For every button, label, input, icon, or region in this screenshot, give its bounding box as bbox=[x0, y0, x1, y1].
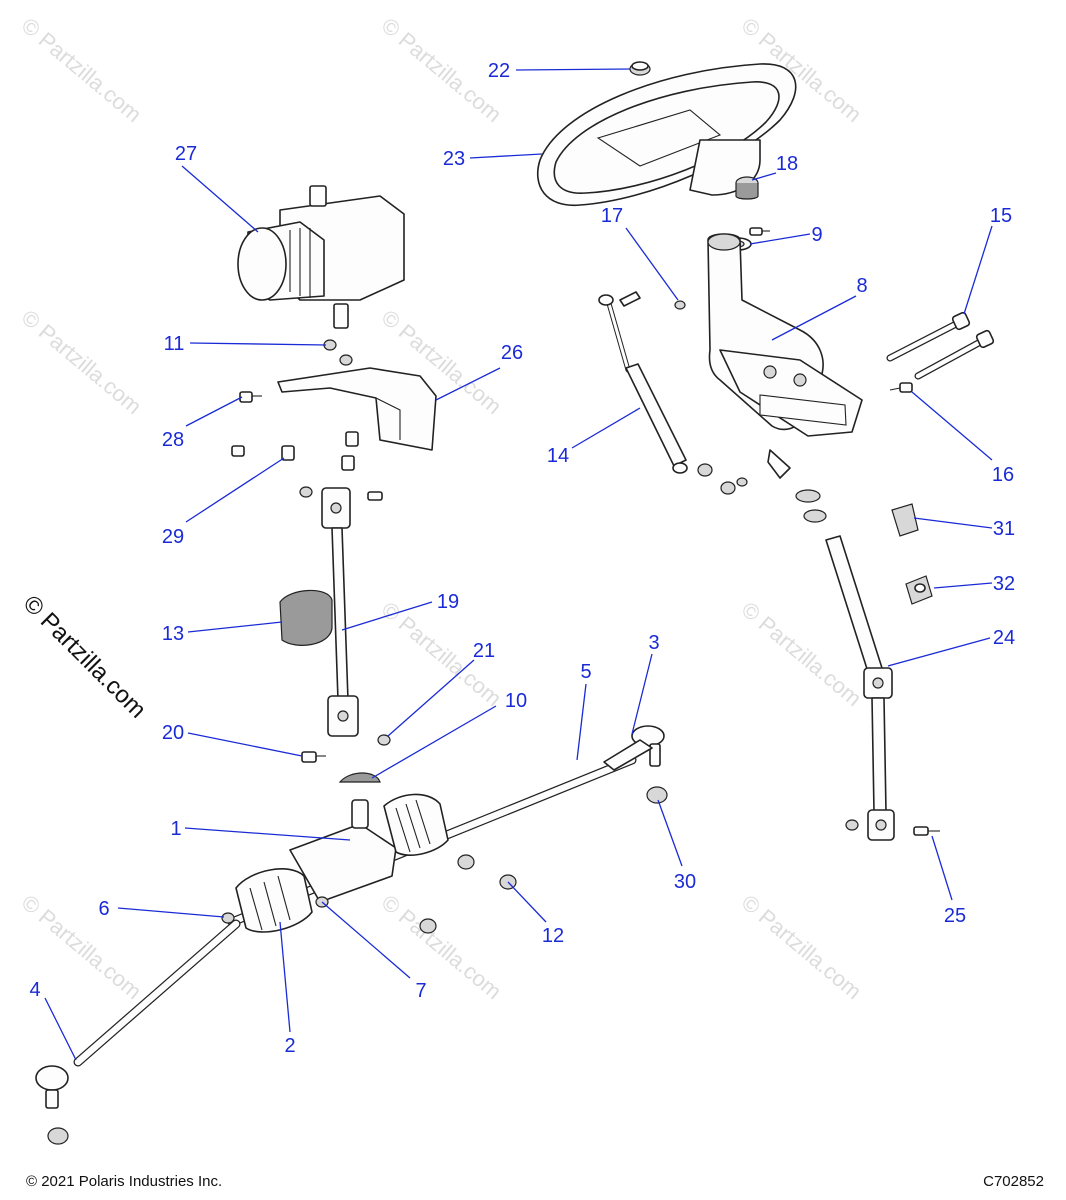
callout-32: 32 bbox=[993, 573, 1015, 595]
callout-21: 21 bbox=[473, 640, 495, 662]
callout-14: 14 bbox=[547, 445, 569, 467]
callout-23: 23 bbox=[443, 148, 465, 170]
part-17-nut bbox=[674, 300, 686, 310]
part-31-clip bbox=[891, 503, 919, 537]
part-14-gas-strut bbox=[598, 291, 688, 474]
watermark: © Partzilla.com bbox=[377, 890, 507, 1004]
callout-26: 26 bbox=[501, 342, 523, 364]
part-11-nuts bbox=[323, 339, 353, 366]
watermark: © Partzilla.com bbox=[737, 890, 867, 1004]
callout-10: 10 bbox=[505, 690, 527, 712]
misc-nuts bbox=[697, 463, 748, 495]
callout-11: 11 bbox=[164, 333, 185, 355]
small-bolt bbox=[749, 227, 770, 236]
watermark: © Partzilla.com bbox=[17, 305, 147, 419]
callout-16: 16 bbox=[992, 464, 1014, 486]
part-12-nuts bbox=[419, 854, 517, 934]
part-24-steering-shaft bbox=[825, 535, 895, 841]
part-6-clamp bbox=[221, 912, 235, 924]
watermark: © Partzilla.com bbox=[17, 13, 147, 127]
part-16-bolt bbox=[889, 382, 913, 393]
callout-22: 22 bbox=[488, 60, 510, 82]
part-21-nut bbox=[377, 734, 391, 746]
part-3-tie-rod-end bbox=[603, 725, 665, 771]
callout-17: 17 bbox=[601, 205, 623, 227]
part-8-column-bracket bbox=[707, 233, 863, 479]
part-4-tie-rod-end bbox=[35, 919, 241, 1145]
callout-2: 2 bbox=[284, 1035, 295, 1057]
part-28-bolt bbox=[239, 391, 262, 403]
part-10-cap bbox=[338, 772, 381, 783]
callout-1: 1 bbox=[170, 818, 181, 840]
part-29-bolts bbox=[231, 431, 359, 471]
part-19-intermediate-shaft bbox=[299, 486, 383, 737]
callout-12: 12 bbox=[542, 925, 564, 947]
part-25-bolt bbox=[845, 819, 940, 836]
copyright-notice: © 2021 Polaris Industries Inc. bbox=[26, 1173, 223, 1190]
callout-6: 6 bbox=[98, 898, 109, 920]
callout-31: 31 bbox=[993, 518, 1015, 540]
part-13-pad bbox=[279, 589, 333, 646]
callout-29: 29 bbox=[162, 526, 184, 548]
callout-7: 7 bbox=[415, 980, 426, 1002]
callout-27: 27 bbox=[175, 143, 197, 165]
column-bushings bbox=[795, 489, 827, 523]
callout-30: 30 bbox=[674, 871, 696, 893]
callout-5: 5 bbox=[580, 661, 591, 683]
callout-15: 15 bbox=[990, 205, 1012, 227]
callout-labels: 22 23 18 9 17 8 15 16 14 31 32 24 25 27 … bbox=[29, 60, 1015, 1057]
part-15-bolts bbox=[886, 311, 995, 380]
callout-25: 25 bbox=[944, 905, 966, 927]
callout-9: 9 bbox=[811, 224, 822, 246]
callout-19: 19 bbox=[437, 591, 459, 613]
callout-13: 13 bbox=[162, 623, 184, 645]
drawing-code: C702852 bbox=[983, 1173, 1044, 1190]
callout-4: 4 bbox=[29, 979, 40, 1001]
part-2-boot bbox=[235, 868, 313, 933]
leader-lines bbox=[44, 68, 993, 1061]
part-20-bolt bbox=[301, 751, 326, 763]
part-30-nut bbox=[646, 786, 668, 804]
part-22-nut bbox=[629, 61, 651, 76]
callout-18: 18 bbox=[776, 153, 798, 175]
callout-3: 3 bbox=[648, 632, 659, 654]
part-18-bushing bbox=[735, 176, 759, 200]
watermark: © Partzilla.com bbox=[737, 597, 867, 711]
callout-24: 24 bbox=[993, 627, 1015, 649]
part-23-steering-wheel bbox=[536, 63, 797, 206]
callout-20: 20 bbox=[162, 722, 184, 744]
side-watermark: © Partzilla.com bbox=[18, 590, 151, 723]
part-27-eps-unit bbox=[237, 185, 405, 329]
callout-8: 8 bbox=[856, 275, 867, 297]
callout-28: 28 bbox=[162, 429, 184, 451]
part-26-mount-bracket bbox=[277, 367, 437, 451]
part-32-clamp bbox=[905, 575, 933, 605]
